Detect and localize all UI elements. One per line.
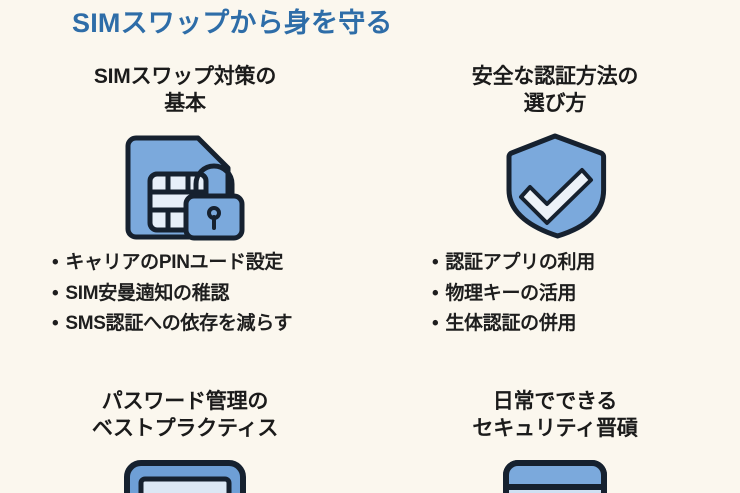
list-item-label: 生体認証の併用 [445,313,577,335]
list-item: • キャリアのPINユード設定 [52,248,283,279]
section-heading-line2: 選び方 [523,91,587,115]
icon-container [124,130,246,242]
bullet-marker-icon: • [52,313,59,335]
bullet-marker-icon: • [432,251,439,273]
section-heading: 日常でできる セキュリティ晋碽 [405,389,705,443]
section-heading-line2: セキュリティ晋碽 [472,416,638,440]
section-card-auth-methods: 安全な認証方法の 選び方 • 認証アプリの利用 • 物理キーの活用 [370,58,740,383]
bullet-marker-icon: • [432,313,439,335]
list-item-label: SIM安曼遖知の稚認 [65,282,230,304]
section-heading-line1: 安全な認証方法の [471,65,639,88]
section-card-password-management: パスワード管理の ベストプラクティス [0,383,370,493]
icon-container [119,457,251,493]
section-heading-line2: ベストプラクティス [91,416,279,440]
section-card-daily-habits: 日常でできる セキュリティ晋碽 [370,383,740,493]
section-heading: SIMスワップ対策の 基本 [35,64,335,118]
section-heading-line1: SIMスワップ対策の [93,65,277,88]
page-title: SIMスワップから身を守る [72,8,393,38]
bullet-marker-icon: • [52,282,59,304]
icon-container [500,457,610,493]
tablet-screen-icon [124,459,246,493]
bullet-list: • 認証アプリの利用 • 物理キーの活用 • 生体認証の併用 [410,248,700,340]
section-heading-line1: パスワード管理の [101,390,269,413]
bullet-marker-icon: • [432,282,439,304]
list-item-label: SMS認証への依存を減らす [65,313,293,335]
list-item: • 認証アプリの利用 [432,248,595,279]
browser-window-icon [503,459,607,493]
section-heading: 安全な認証方法の 選び方 [405,64,705,118]
sim-card-lock-icon [125,135,245,241]
section-heading-line1: 日常でできる [492,390,618,413]
bullet-list: • キャリアのPINユード設定 • SIM安曼遖知の稚認 • SMS認証への依存… [40,248,330,340]
list-item: • 物理キーの活用 [432,279,577,310]
list-item: • 生体認証の併用 [432,309,577,340]
section-grid: SIMスワップ対策の 基本 [0,58,740,493]
list-item-label: 認証アプリの利用 [445,251,595,273]
icon-container [499,130,611,242]
section-heading-line2: 基本 [164,91,206,115]
shield-check-icon [506,133,607,239]
list-item-label: キャリアのPINユード設定 [65,251,284,273]
section-heading: パスワード管理の ベストプラクティス [35,389,335,443]
list-item: • SMS認証への依存を減らす [52,309,293,340]
bullet-marker-icon: • [52,251,59,273]
section-card-sim-basics: SIMスワップ対策の 基本 [0,58,370,383]
list-item: • SIM安曼遖知の稚認 [52,279,229,310]
list-item-label: 物理キーの活用 [445,282,577,304]
